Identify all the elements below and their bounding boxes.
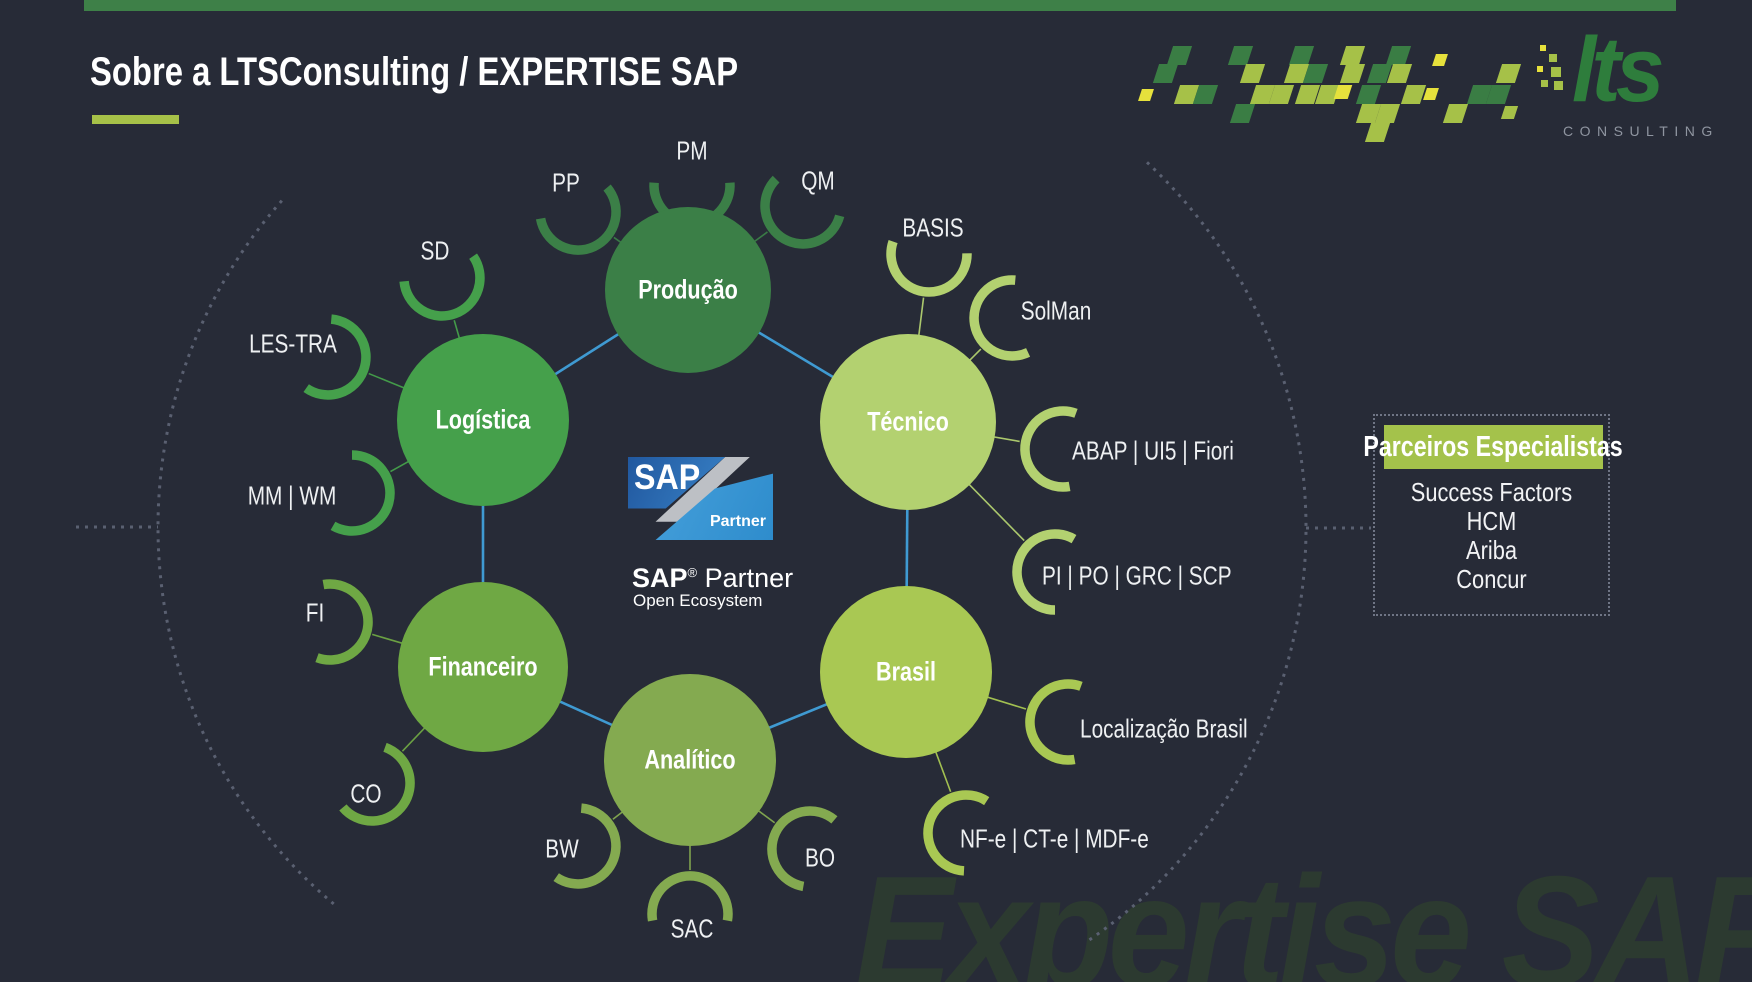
- circle-financeiro: [398, 582, 568, 752]
- sap-partner-badge: SAP Partner: [628, 457, 773, 540]
- parceiros-item: Concur: [1456, 564, 1527, 594]
- sap-open-ecosystem-caption: Open Ecosystem: [633, 591, 763, 610]
- satellite-label: Localização Brasil: [1080, 713, 1248, 744]
- parceiros-header-label: Parceiros Especialistas: [1363, 430, 1624, 463]
- satellite-arc: [886, 240, 972, 297]
- satellite-arc: [339, 742, 415, 826]
- caption-sap: SAP: [632, 563, 688, 593]
- satellite-arc: [1020, 406, 1078, 492]
- satellite-label: LES-TRA: [249, 328, 337, 359]
- circle-label-producao: Produção: [638, 274, 738, 305]
- lts-logo-subtext: CONSULTING: [1563, 123, 1719, 139]
- circle-logistica: [397, 334, 569, 506]
- satellite-label: SD: [420, 235, 450, 266]
- parceiros-header: Parceiros Especialistas: [1364, 425, 1623, 469]
- satellite-label: PP: [552, 167, 580, 198]
- parceiros-item: Success Factors: [1410, 477, 1573, 507]
- circle-tecnico: [820, 334, 996, 510]
- page-title: Sobre a LTSConsulting / EXPERTISE SAP: [90, 50, 739, 94]
- circle-label-logistica: Logística: [435, 404, 531, 435]
- logo-pixel: [1537, 66, 1543, 72]
- circle-producao: [605, 207, 771, 373]
- satellite-arc: [923, 790, 990, 876]
- badge-sap-text: SAP: [634, 458, 701, 497]
- circle-brasil: [820, 586, 992, 758]
- satellite-arc: [553, 803, 621, 889]
- circle-label-brasil: Brasil: [875, 656, 937, 687]
- dashed-boundary-arc: [1084, 161, 1308, 944]
- satellite-label: CO: [350, 778, 382, 809]
- parceiros-item: Ariba: [1465, 535, 1517, 565]
- satellite-label: PI | PO | GRC | SCP: [1042, 560, 1232, 591]
- satellite-arc: [767, 806, 838, 892]
- satellite-arc: [969, 275, 1031, 361]
- logo-pixel: [1541, 80, 1548, 87]
- satellite-arc: [1012, 529, 1077, 615]
- circle-analitico: [604, 674, 776, 846]
- logo-pixel: [1554, 81, 1563, 90]
- satellite-arc: [647, 871, 733, 922]
- satellite-label: MM | WM: [247, 480, 337, 511]
- circle-label-financeiro: Financeiro: [428, 651, 538, 682]
- satellite-arc: [760, 175, 845, 249]
- satellite-arc: [535, 184, 621, 255]
- watermark-text: Expertise SAP: [855, 844, 1752, 982]
- satellite-arc: [303, 314, 371, 400]
- badge-partner-text: Partner: [709, 513, 766, 530]
- circle-label-analitico: Analítico: [644, 744, 736, 775]
- satellite-label: BO: [804, 842, 836, 873]
- sap-partner-caption: SAP® Partner: [632, 563, 793, 594]
- satellite-label: BW: [545, 833, 579, 864]
- satellite-label: SAC: [670, 913, 714, 944]
- logo-pixel: [1551, 67, 1561, 77]
- satellite-label: SolMan: [1020, 295, 1092, 326]
- top-accent-bar: [84, 0, 1676, 11]
- satellite-label: ABAP | UI5 | Fiori: [1072, 435, 1234, 466]
- caption-partner: Partner: [697, 563, 794, 593]
- satellite-arc: [1025, 679, 1083, 765]
- logo-pixel: [1549, 54, 1557, 62]
- dashed-boundary-arc: [156, 196, 335, 906]
- lts-logo: lts: [1572, 19, 1665, 121]
- satellite-label: FI: [305, 597, 325, 628]
- satellite-arc: [315, 579, 373, 665]
- title-underline: [92, 115, 179, 124]
- satellite-label: PM: [676, 135, 708, 166]
- circle-label-tecnico: Técnico: [867, 406, 949, 437]
- parceiros-item: HCM: [1466, 506, 1517, 536]
- satellite-arc: [399, 253, 485, 321]
- satellite-label: QM: [801, 165, 835, 196]
- satellite-label: BASIS: [902, 212, 964, 243]
- logo-pixel: [1540, 45, 1546, 51]
- satellite-label: NF-e | CT-e | MDF-e: [960, 823, 1149, 854]
- caption-registered-mark: ®: [687, 565, 698, 580]
- satellite-arc: [330, 450, 395, 536]
